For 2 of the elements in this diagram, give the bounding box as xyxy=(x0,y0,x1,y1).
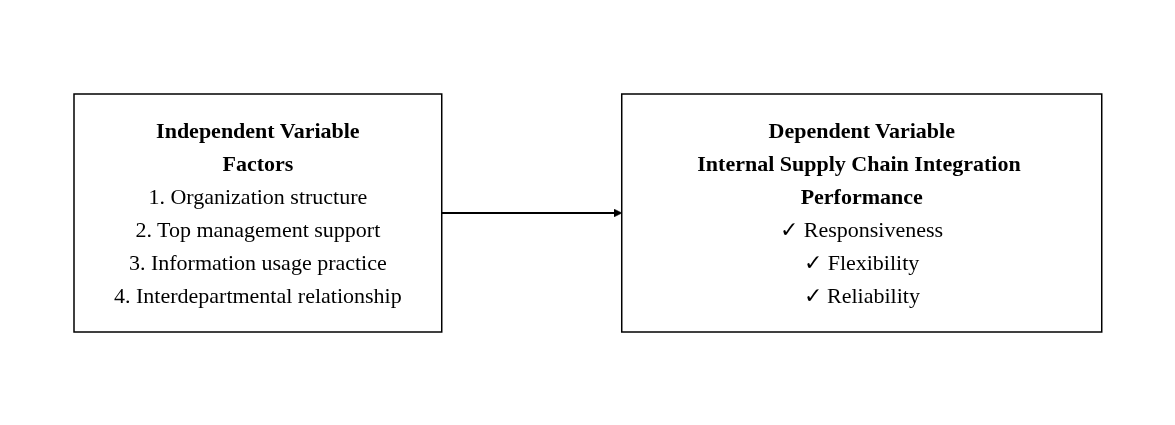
node-box: Dependent Variable Internal Supply Chain Integration Performance ✓ Responsiveness ✓ Flexibility ✓ Reliability xyxy=(620,92,1103,333)
node-box: Independent Variable Factors 1. Organization structure 2. Top management support 3. Information usage practice 4. Interdepartmental relationship xyxy=(72,92,443,333)
